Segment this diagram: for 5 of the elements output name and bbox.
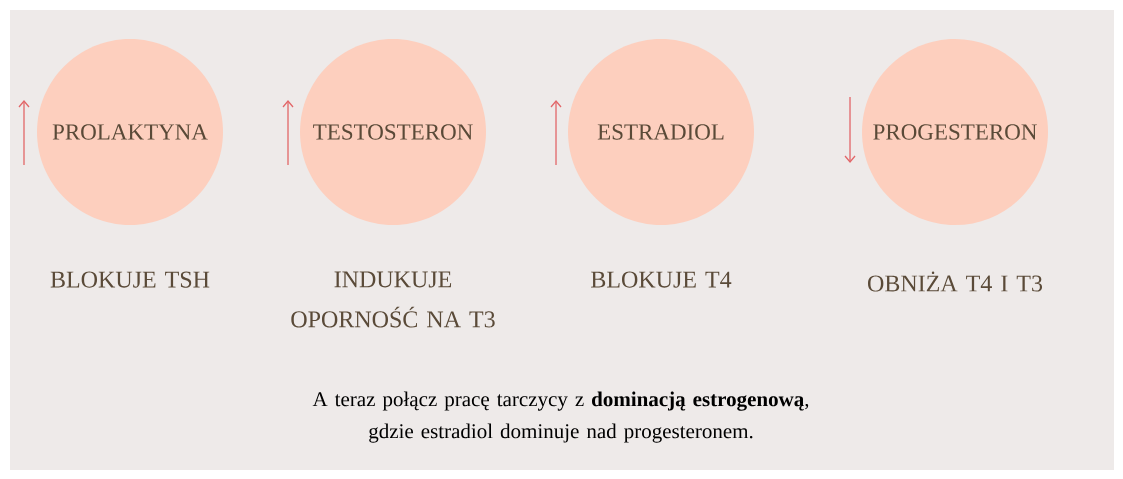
description: OBNIŻA T4 I T3 xyxy=(868,271,1043,292)
description: INDUKUJE OPORNOŚĆ NA T3 xyxy=(291,271,495,328)
caption: A teraz połącz pracę tarczycy z dominacją estrogenową, gdzie estradiol dominuje nad progesteronem. xyxy=(312,391,809,443)
description: BLOKUJE TSH xyxy=(50,271,210,288)
description: BLOKUJE T4 xyxy=(591,271,732,288)
